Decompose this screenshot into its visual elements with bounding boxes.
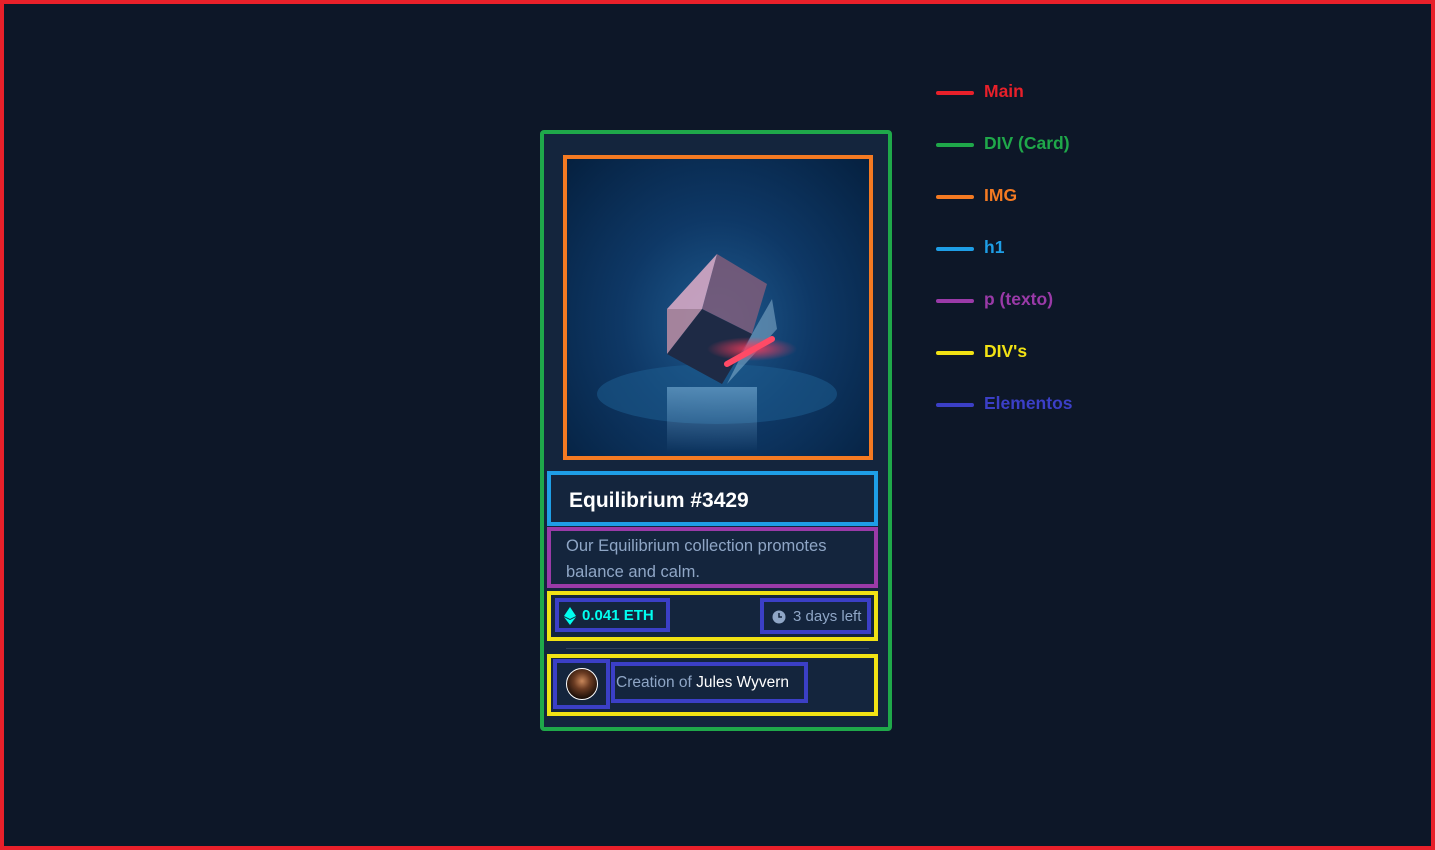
legend-swatch	[936, 351, 974, 355]
cube-illustration	[597, 254, 837, 452]
legend-label: Main	[984, 81, 1024, 101]
time-left-value: 3 days left	[793, 608, 862, 625]
legend-swatch	[936, 247, 974, 251]
card-divider	[566, 648, 869, 649]
legend-label: IMG	[984, 185, 1018, 205]
creator-row	[547, 654, 878, 716]
legend-label: DIV's	[984, 341, 1028, 361]
legend-swatch	[936, 143, 974, 147]
legend-label: Elementos	[984, 393, 1073, 413]
creator-credit: Creation of Jules Wyvern	[616, 674, 789, 692]
legend-swatch	[936, 299, 974, 303]
time-left-element: 3 days left	[760, 598, 871, 634]
card-title: Equilibrium #3429	[569, 489, 749, 512]
legend-label: h1	[984, 237, 1005, 257]
price-value: 0.041 ETH	[582, 607, 654, 624]
credit-prefix: Creation of	[616, 674, 692, 691]
clock-icon	[772, 610, 786, 624]
avatar[interactable]	[566, 668, 598, 700]
card-description: Our Equilibrium collection promotes bala…	[566, 537, 827, 581]
avatar-element	[553, 659, 610, 709]
title-heading-box: Equilibrium #3429	[547, 471, 878, 526]
legend-label: DIV (Card)	[984, 133, 1070, 153]
stats-row	[547, 591, 878, 641]
description-box: Our Equilibrium collection promotes bala…	[547, 527, 878, 588]
legend-swatch	[936, 195, 974, 199]
price-element: 0.041 ETH	[555, 598, 670, 632]
creator-name[interactable]: Jules Wyvern	[696, 674, 790, 691]
legend-swatch	[936, 403, 974, 407]
equilibrium-image	[563, 155, 873, 460]
legend-swatch	[936, 91, 974, 95]
legend-label: p (texto)	[984, 289, 1054, 309]
ethereum-icon	[564, 607, 576, 625]
credit-element: Creation of Jules Wyvern	[611, 662, 808, 703]
